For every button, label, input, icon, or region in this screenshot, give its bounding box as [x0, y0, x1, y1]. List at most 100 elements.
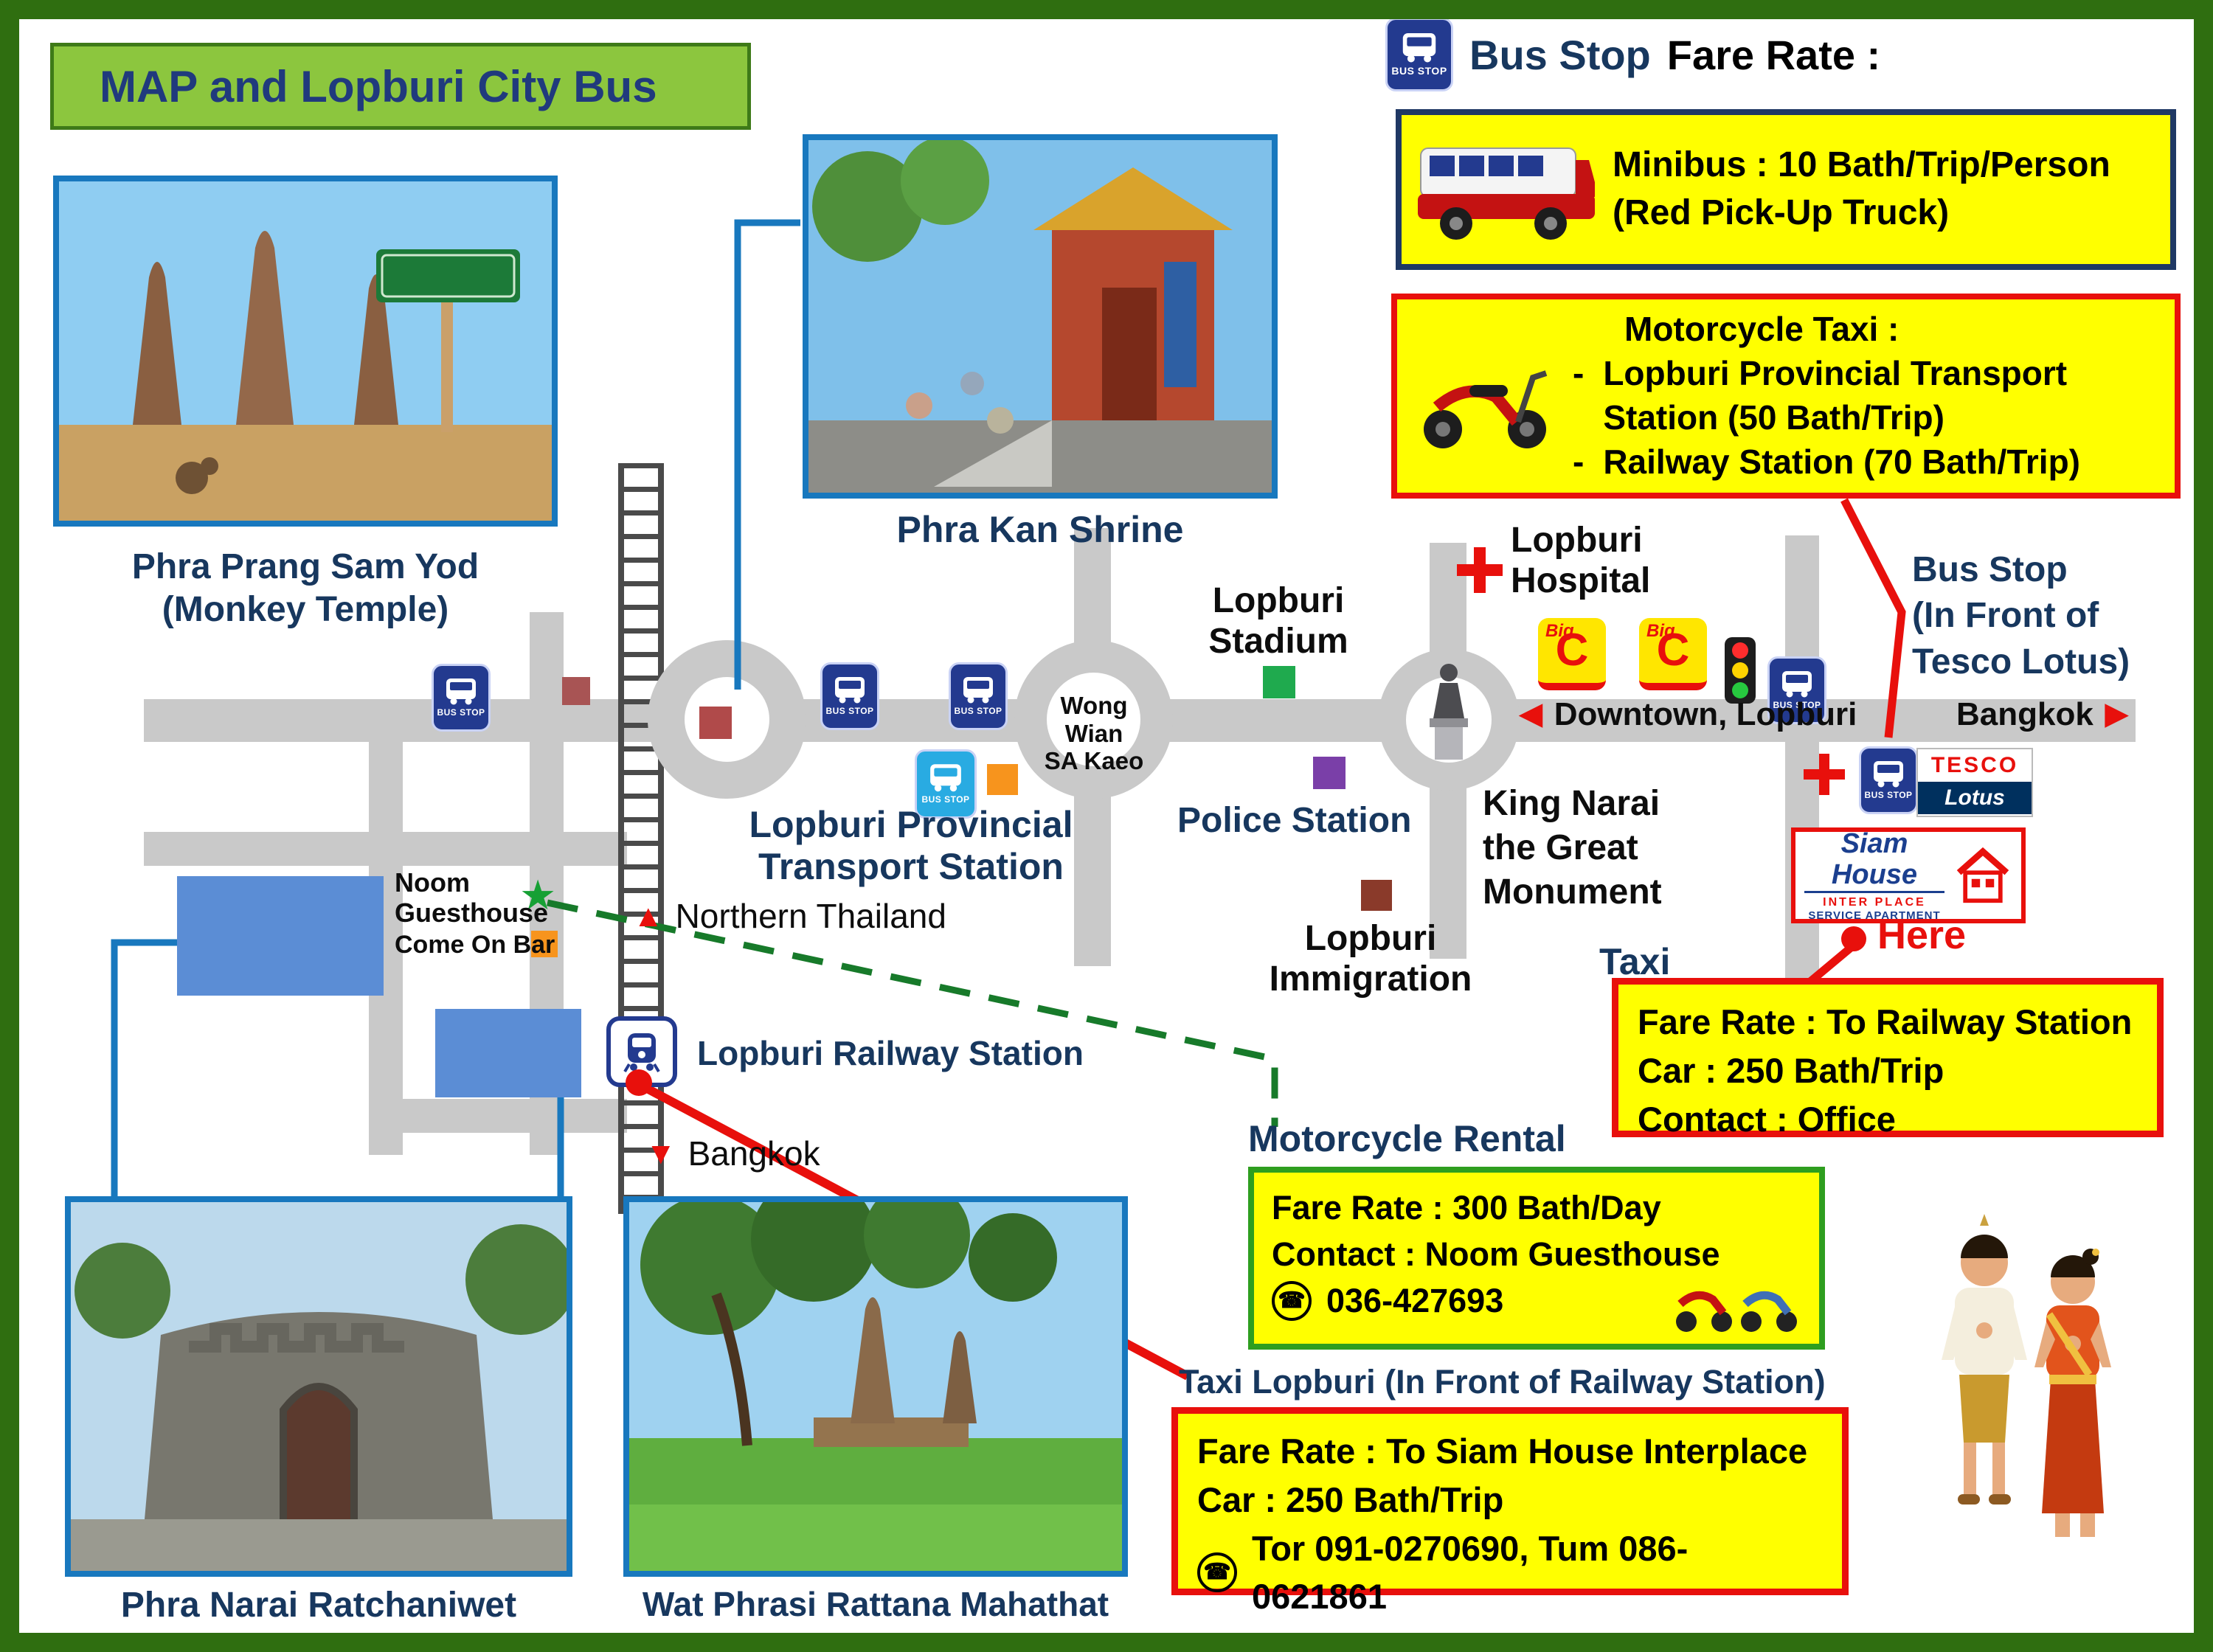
king-narai-statue-icon	[1430, 664, 1468, 760]
bus-stop-tesco-line2: (In Front of	[1912, 596, 2099, 636]
bus-stop-icon-label: BUS STOP	[1864, 789, 1913, 800]
page-title-box: MAP and Lopburi City Bus	[50, 43, 751, 130]
road-left-street-c	[144, 832, 627, 866]
fare-rate-bold: Fare Rate	[1197, 1431, 1356, 1471]
here-dot	[1841, 926, 1866, 951]
wong-wian-label: Wong Wian SA Kaeo	[1031, 692, 1157, 775]
come-on-bar-text: Come On Bar	[395, 931, 555, 959]
phra-narai-caption: Phra Narai Ratchaniwet	[65, 1584, 572, 1627]
bangkok-east-label: Bangkok ▶	[1956, 696, 2128, 733]
taxi-lopburi-phone-number: Tor 091-0270690, Tum 086-0621861	[1252, 1528, 1689, 1617]
tesco-lotus-logo: TESCO Lotus	[1916, 748, 2033, 817]
bus-stop-icon-label: BUS STOP	[954, 705, 1002, 716]
downtown-text: Downtown, Lopburi	[1554, 696, 1857, 732]
marker-immigration-brown	[1361, 880, 1392, 911]
transport-line2: Transport Station	[758, 846, 1064, 887]
page-title: MAP and Lopburi City Bus	[100, 61, 657, 111]
tesco-cross-icon	[1804, 754, 1845, 795]
marker-west-red	[562, 677, 590, 705]
phra-narai-photo	[65, 1196, 572, 1577]
bus-stop-icon-label: BUS STOP	[1773, 699, 1821, 710]
motorcycle-taxi-item2: Railway Station (70 Bath/Trip)	[1603, 442, 2081, 481]
thai-couple-illustration	[1942, 1214, 2111, 1537]
phra-kan-caption-line: Phra Kan Shrine	[896, 509, 1184, 550]
taxi-lopburi-box: Fare Rate : To Siam House Interplace Car…	[1171, 1407, 1849, 1616]
bus-stop-icon-tesco: BUS STOP	[1859, 746, 1918, 814]
taxi-office-line2: Car : 250 Bath/Trip	[1638, 1050, 1944, 1090]
fare-rate-header-text: Fare Rate :	[1666, 31, 1881, 78]
northern-arrow-icon: ▲	[633, 898, 664, 934]
building-block-2	[435, 1009, 581, 1097]
bus-icon	[1402, 32, 1436, 62]
big-c-logo-1: Big C	[1538, 618, 1606, 690]
wat-phrasi-photo	[623, 1196, 1128, 1577]
phra-kan-illustration	[808, 140, 1272, 493]
noom-guesthouse-star-icon: ★	[519, 872, 557, 918]
siam-house-name: Siam House	[1804, 828, 1944, 893]
big-c-big-text: Big	[1646, 621, 1675, 641]
minibus-fare-line2: (Red Pick-Up Truck)	[1613, 193, 1950, 232]
here-label: Here	[1877, 913, 1966, 959]
phra-prang-photo	[53, 176, 558, 527]
fare-rate-bold: Fare Rate	[1272, 1189, 1424, 1226]
bus-stop-icon-3: BUS STOP	[949, 662, 1008, 730]
downtown-arrow-icon: ◀	[1520, 698, 1542, 731]
come-on-bar-label: Come On Bar	[395, 931, 555, 959]
king-narai-label: King Narai the Great Monument	[1483, 782, 1662, 914]
wat-phrasi-illustration	[629, 1202, 1122, 1571]
dash: -	[1573, 354, 1585, 393]
immigration-line1: Lopburi	[1304, 919, 1437, 958]
motorcycle-rental-heading: Motorcycle Rental	[1248, 1118, 1566, 1160]
here-text: Here	[1877, 913, 1967, 957]
police-station-text: Police Station	[1177, 801, 1412, 840]
traffic-light-icon	[1725, 637, 1756, 704]
bus-stop-icon-label: BUS STOP	[921, 794, 970, 805]
phra-prang-caption: Phra Prang Sam Yod (Monkey Temple)	[53, 546, 558, 631]
bus-stop-tesco-line1: Bus Stop	[1912, 550, 2068, 589]
bus-stop-icon-2: BUS STOP	[820, 662, 879, 730]
phone-icon: ☎	[1197, 1552, 1237, 1593]
wat-phrasi-caption: Wat Phrasi Rattana Mahathat	[623, 1584, 1128, 1625]
bus-stop-icon-west: BUS STOP	[432, 664, 491, 732]
phra-kan-caption: Phra Kan Shrine	[803, 507, 1278, 552]
taxi-text: Taxi	[1599, 941, 1671, 982]
transport-station-icon: BUS STOP	[915, 749, 977, 819]
taxi-lopburi-line2: Car : 250 Bath/Trip	[1197, 1479, 1504, 1519]
road-left-vertical-b-up	[530, 612, 564, 701]
minibus-icon	[1418, 148, 1595, 240]
railway-station-text: Lopburi Railway Station	[697, 1034, 1084, 1072]
hospital-cross-icon	[1457, 547, 1503, 593]
bangkok-south-label: ▼ Bangkok	[645, 1134, 820, 1173]
fare-rate-bold: Fare Rate	[1638, 1002, 1796, 1041]
phra-narai-caption-line: Phra Narai Ratchaniwet	[120, 1586, 517, 1625]
siam-house-subtitle1: INTER PLACE	[1823, 895, 1926, 909]
hospital-line1: Lopburi	[1511, 521, 1643, 560]
taxi-lopburi-heading: Taxi Lopburi (In Front of Railway Statio…	[1179, 1363, 1826, 1401]
rental-scooters-icon	[1676, 1291, 1797, 1332]
big-c-big-text: Big	[1545, 621, 1574, 641]
phra-prang-caption-line2: (Monkey Temple)	[162, 589, 449, 629]
wat-phrasi-caption-line: Wat Phrasi Rattana Mahathat	[642, 1585, 1109, 1623]
bus-stop-tesco-label: Bus Stop (In Front of Tesco Lotus)	[1912, 547, 2130, 685]
phra-narai-illustration	[71, 1202, 567, 1571]
immigration-line2: Immigration	[1269, 959, 1472, 999]
phone-glyph: ☎	[1203, 1560, 1231, 1585]
motorcycle-taxi-fare-box: Motorcycle Taxi : - Lopburi Provincial T…	[1391, 294, 2181, 499]
stadium-line2: Stadium	[1208, 621, 1348, 661]
railway-station-dot	[626, 1069, 652, 1096]
dash: -	[1573, 442, 1585, 481]
rental-line2: Contact : Noom Guesthouse	[1272, 1235, 1720, 1273]
taxi-office-line3: Contact : Office	[1638, 1099, 1896, 1139]
taxi-office-fare-box: Fare Rate : To Railway Station Car : 250…	[1612, 978, 2164, 1139]
bus-stop-icon-label: BUS STOP	[437, 707, 485, 718]
motorcycle-taxi-icon	[1424, 370, 1548, 448]
road-left-street-d	[369, 1099, 627, 1133]
minibus-fare-box: Minibus : 10 Bath/Trip/Person (Red Pick-…	[1396, 109, 2176, 270]
noom-line2: Guesthouse	[395, 898, 549, 929]
phra-prang-illustration	[59, 181, 552, 521]
roundabout-wong-wian	[1014, 640, 1173, 799]
bangkok-south-text: Bangkok	[688, 1134, 820, 1173]
railway-station-icon	[606, 1016, 677, 1087]
king-narai-line3: Monument	[1483, 872, 1662, 912]
